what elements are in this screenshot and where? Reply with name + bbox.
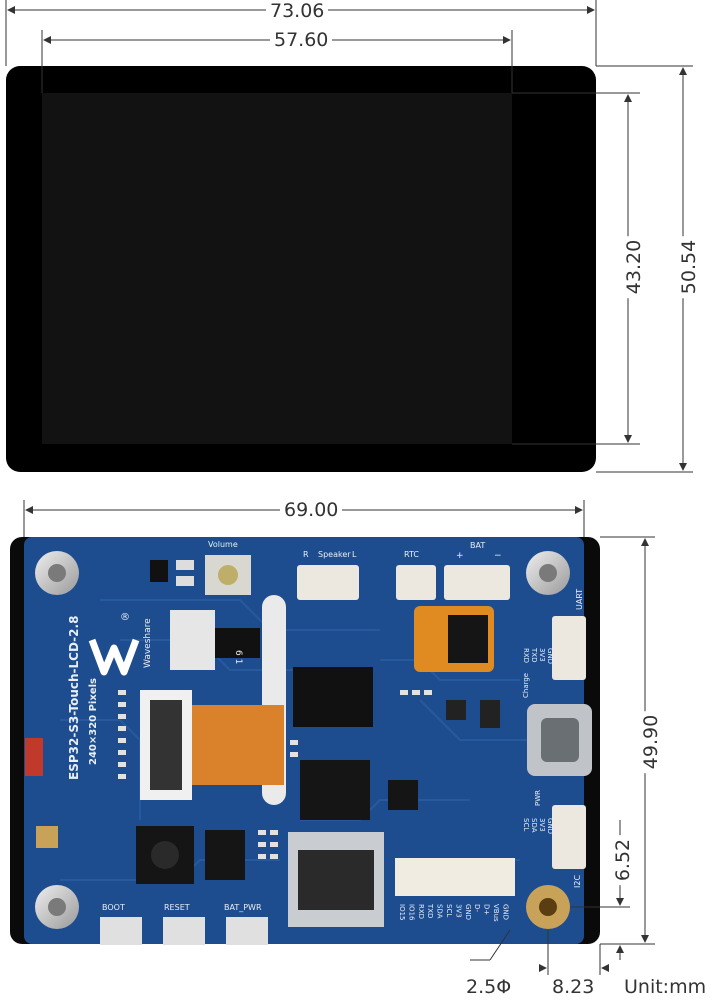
- pin-label: TXD: [530, 647, 538, 662]
- pin-label: RXD: [522, 648, 530, 663]
- dim-active-height: 43.20: [623, 235, 646, 299]
- lcd-active-area: [42, 93, 512, 444]
- reset-button[interactable]: [163, 917, 205, 945]
- pin-label: 3V3: [454, 904, 462, 918]
- dim-overall-width-top: 73.06: [266, 0, 329, 22]
- unit-label: Unit:mm: [620, 976, 711, 998]
- bat-pwr-button[interactable]: [226, 917, 268, 945]
- pin-label: D-: [473, 904, 481, 912]
- pin-label: VBus: [492, 904, 500, 922]
- pin-label: GND: [546, 648, 554, 664]
- silk-bat-pwr: BAT_PWR: [224, 903, 262, 912]
- silk-bat-plus: +: [456, 551, 464, 561]
- waveshare-logo-icon: [88, 638, 140, 676]
- silk-uart: UART: [575, 589, 584, 610]
- pin-label: SCL: [445, 904, 453, 917]
- pin-label: GND: [546, 818, 554, 834]
- dim-hole-offset-vertical: 6.52: [612, 834, 635, 886]
- mounting-holes: [35, 551, 570, 929]
- silkscreen: Volume Speaker R L RTC BAT + − 6 1 ESP32…: [67, 540, 584, 912]
- pin-label: 3V3: [538, 818, 546, 832]
- dim-overall-height-top: 50.54: [678, 235, 701, 299]
- silk-speaker: Speaker: [318, 550, 351, 559]
- silk-charge: Charge: [522, 673, 530, 698]
- fpc-ribbon: [192, 705, 284, 785]
- i2c-connector: [552, 805, 586, 869]
- audio-ic: [293, 667, 373, 727]
- silk-pwr: PWR: [534, 790, 542, 806]
- pin-label: SCL: [522, 818, 530, 831]
- pin-label: SDA: [530, 818, 538, 833]
- bat-connector: [444, 565, 510, 600]
- dim-hole-diameter: 2.5Φ: [462, 976, 516, 998]
- psram-chip: [205, 830, 245, 880]
- silk-speaker-r: R: [303, 550, 309, 559]
- antenna-connector: [36, 826, 58, 848]
- silk-pixels: 240×320 Pixels: [88, 678, 99, 765]
- pin-label: 3V3: [538, 648, 546, 662]
- uart-connector: [552, 616, 586, 680]
- silk-boot: BOOT: [102, 903, 125, 912]
- lcd-front-view: [6, 66, 596, 472]
- pin-label: GND: [464, 904, 472, 920]
- silk-speaker-l: L: [352, 550, 357, 559]
- silk-bat-minus: −: [494, 551, 502, 561]
- pin-label: IO15: [398, 904, 406, 920]
- dim-active-width: 57.60: [270, 29, 333, 51]
- pin-label: TXD: [426, 903, 434, 918]
- pin-label: GND: [501, 904, 509, 920]
- codec-ic: [300, 760, 370, 820]
- silk-reset: RESET: [164, 903, 190, 912]
- boot-button[interactable]: [100, 917, 142, 945]
- pcb-back-view: [10, 537, 600, 945]
- pin-label: IO16: [407, 904, 415, 921]
- dim-board-height: 49.90: [640, 710, 663, 774]
- silk-volume: Volume: [208, 540, 238, 549]
- pin-label: RXD: [417, 904, 425, 919]
- silk-rtc: RTC: [404, 550, 419, 559]
- silk-bat: BAT: [470, 541, 485, 550]
- silk-registered: ®: [120, 612, 130, 623]
- pin-label: D+: [483, 904, 491, 915]
- pin-header: [395, 858, 515, 896]
- dim-hole-offset-horizontal: 8.23: [548, 976, 599, 998]
- speaker-connector: [297, 565, 359, 600]
- pin-label: SDA: [436, 904, 444, 919]
- silk-i2c: I2C: [573, 875, 582, 888]
- silk-board-title: ESP32-S3-Touch-LCD-2.8: [67, 616, 81, 780]
- dim-board-width: 69.00: [280, 499, 343, 521]
- silk-fpc-pins: 6 1: [233, 650, 243, 664]
- silk-brand: Waveshare: [143, 618, 153, 668]
- rtc-connector: [396, 565, 436, 600]
